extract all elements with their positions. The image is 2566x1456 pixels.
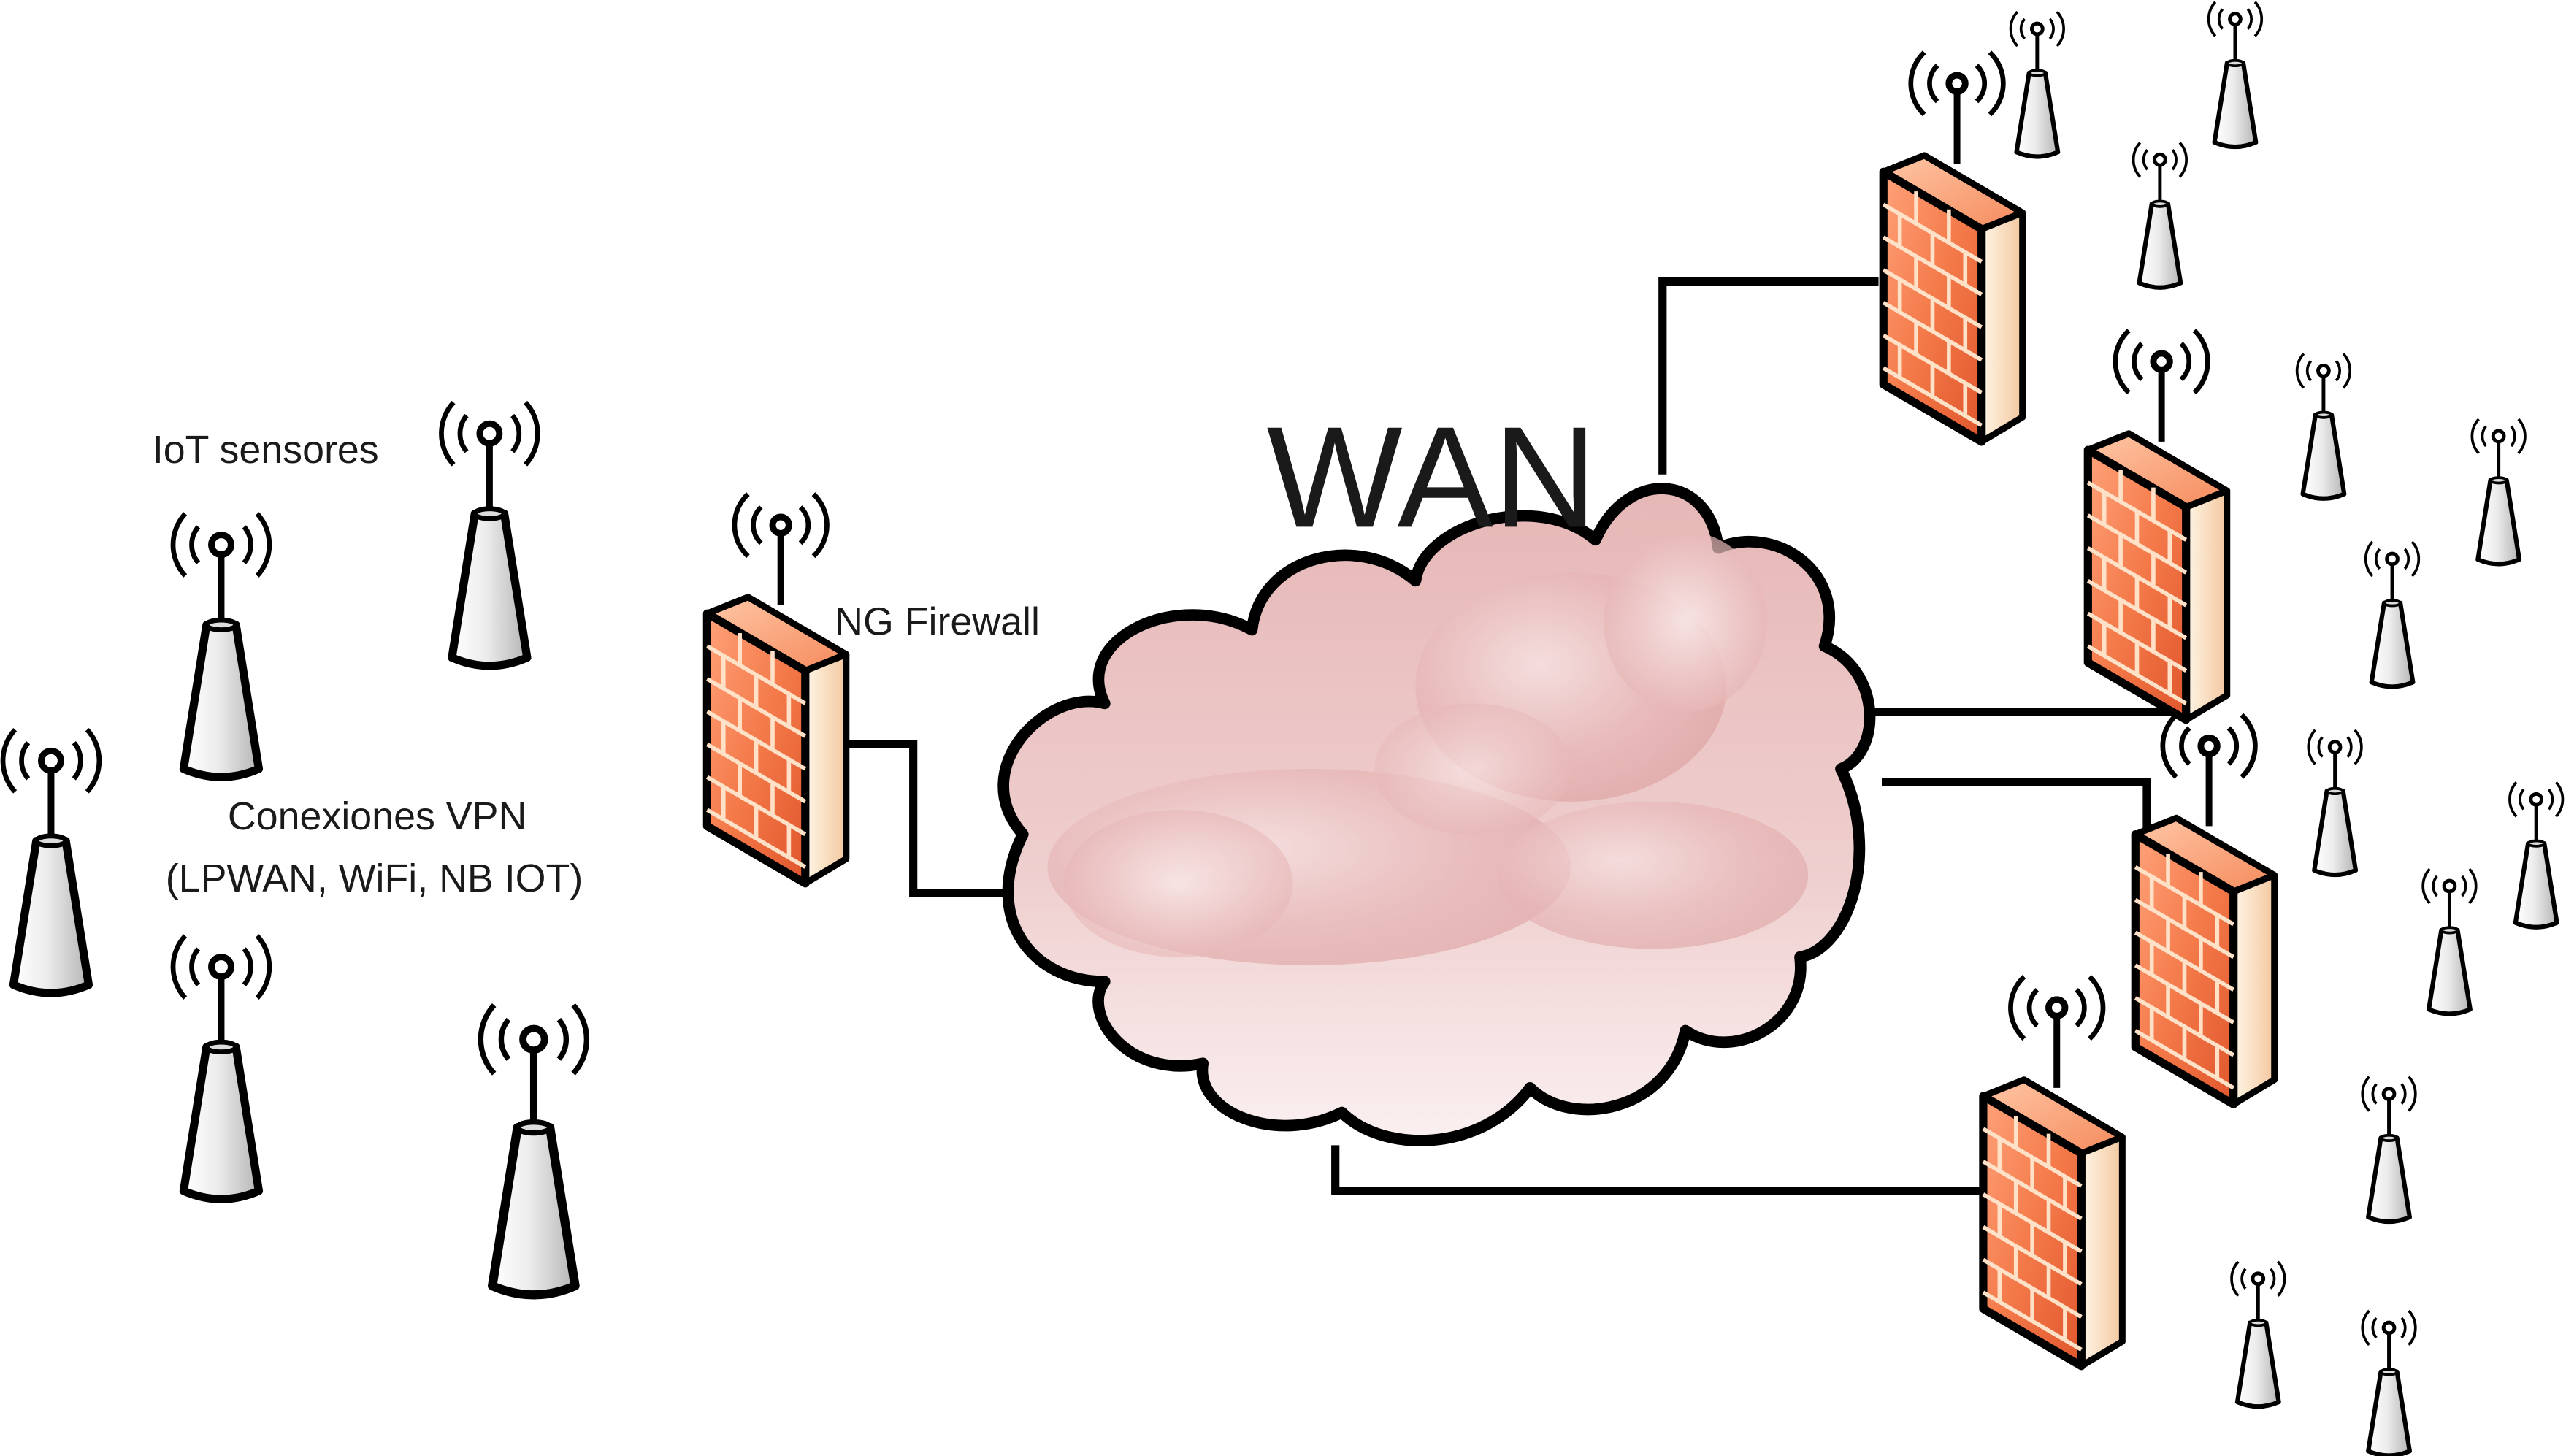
iot-sensor-icon [3,729,99,993]
wan-label: WAN [1267,396,1598,557]
iot-sensor-icon [480,1005,586,1295]
iot-sensor-icon [441,402,537,666]
remote-sensor-icon [2209,2,2262,147]
remote-sensor-icon [2472,419,2525,564]
ng-firewall-label: NG Firewall [835,599,1040,643]
wan-cloud-icon [997,483,1876,1146]
remote-sensor-icon [2308,730,2362,875]
branch-firewall-3-icon [2135,715,2274,1104]
branch-firewall-4-icon [1983,977,2122,1366]
remote-sensor-icon [2510,782,2563,927]
ng-firewall-icon [707,494,846,884]
link-cloud-firewall-3 [1882,778,2151,843]
branch-firewall-2-icon [2088,331,2226,720]
branch-firewall-1-icon [1883,53,2022,442]
remote-sensor-icon [2232,1262,2285,1406]
vpn-connections-label: Conexiones VPN [228,794,526,838]
link-cloud-firewall-1 [1658,277,1879,475]
iot-sensor-icon [173,936,269,1200]
link-left-firewall-cloud [848,740,1006,897]
remote-sensor-icon [2362,1311,2416,1455]
remote-sensor-icon [2366,542,2419,686]
iot-sensor-icon [173,514,269,778]
iot-sensors-label: IoT sensores [153,428,379,472]
remote-sensor-icon [2134,142,2187,287]
vpn-protocols-label: (LPWAN, WiFi, NB IOT) [166,857,583,900]
remote-sensor-icon [2362,1077,2416,1222]
remote-sensor-icon [2011,12,2064,156]
remote-sensor-icon [2423,869,2476,1014]
link-cloud-firewall-4 [1331,1145,1983,1195]
remote-sensor-icon [2297,353,2351,498]
